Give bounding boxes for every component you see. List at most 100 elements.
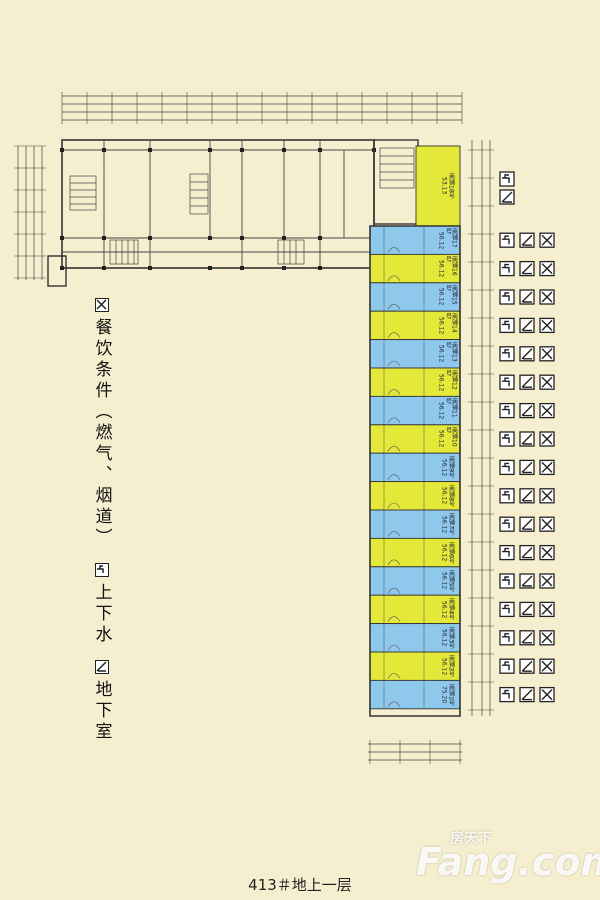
shop-area: 56.12 [440, 458, 448, 476]
watermark-word: Fang.com [416, 840, 600, 884]
cross-box-icon [95, 298, 109, 312]
door-swing [387, 474, 401, 480]
shop-name: 商铺6号 [447, 541, 455, 564]
structural-column [318, 266, 322, 270]
cross-icon [539, 260, 555, 277]
structural-column [372, 266, 376, 270]
shop-area: 56.12 [440, 572, 448, 590]
cross-icon [539, 601, 555, 618]
stairs-icon [519, 402, 535, 419]
structural-column [372, 148, 376, 152]
faucet-icon [499, 601, 515, 618]
structural-column [208, 148, 212, 152]
cross-icon [539, 402, 555, 419]
faucet-icon [95, 563, 109, 577]
shop-name: 商铺14号 [444, 313, 458, 333]
shop-name: 商铺4号 [447, 598, 455, 621]
shop-name: 商铺12号 [444, 370, 458, 390]
faucet-icon [499, 686, 515, 703]
legend-catering-item: 餐饮条件（燃气、烟道） [27, 298, 177, 549]
shop-name: 商铺5号 [447, 570, 455, 592]
cross-icon [539, 374, 555, 390]
cross-icon [539, 346, 555, 362]
shop-name: 商铺10号 [444, 426, 458, 447]
cross-icon [539, 232, 555, 248]
shop-name: 商铺8号 [447, 484, 455, 507]
structural-column [148, 148, 152, 152]
door-swing [387, 360, 401, 367]
shop-area: 56.12 [437, 259, 445, 278]
faucet-icon [499, 459, 515, 476]
door-swing [387, 417, 401, 423]
door-swing [387, 332, 401, 338]
shop-name: 商铺18号 [447, 173, 455, 199]
faucet-icon [499, 658, 515, 674]
cross-icon [539, 686, 555, 703]
faucet-icon [499, 573, 515, 589]
structural-column [240, 266, 244, 270]
stairs-icon [499, 189, 515, 205]
faucet-icon [499, 374, 515, 390]
stairs-icon [519, 232, 535, 248]
shop-area: 56.12 [440, 487, 448, 505]
shop-area: 56.12 [437, 430, 445, 448]
legend-basement-item: 地下室 [65, 660, 140, 743]
structural-column [318, 236, 322, 240]
faucet-icon [499, 431, 515, 447]
faucet-icon [499, 630, 515, 646]
structural-column [282, 236, 286, 240]
structural-column [148, 266, 152, 270]
dimension-lines-top [62, 95, 462, 121]
cross-icon [539, 573, 555, 589]
stairs-icon [519, 260, 535, 277]
shop-area: 56.12 [440, 629, 448, 647]
faucet-icon [499, 544, 515, 561]
door-swing [387, 502, 401, 509]
door-swing [387, 559, 401, 565]
faucet-icon [499, 346, 515, 362]
stairs-icon [519, 686, 535, 703]
stairs-icon [519, 289, 535, 305]
stairs-icon [519, 431, 535, 447]
structural-column [372, 236, 376, 240]
faucet-icon [499, 402, 515, 419]
legend-water-item: 上下水 [65, 563, 140, 646]
stairs-north [69, 147, 415, 265]
faucet-icon [499, 488, 515, 504]
cross-icon [539, 459, 555, 476]
structural-column [282, 266, 286, 270]
annex-block [47, 139, 419, 287]
shop-name: 商铺11号 [444, 398, 458, 419]
stairs-icon [519, 488, 535, 504]
door-swing [387, 701, 401, 707]
structural-column [318, 148, 322, 152]
floor-caption: 413＃地上一层 [248, 876, 352, 894]
cross-icon [539, 317, 555, 334]
structural-column [282, 148, 286, 152]
shop-name: 商铺15号 [444, 284, 458, 305]
shop-name: 商铺17号 [444, 228, 458, 248]
shop-area: 75.20 [440, 685, 448, 704]
stairs-icon [519, 630, 535, 646]
door-swing [387, 445, 401, 452]
wing-north-outline [61, 139, 375, 269]
cross-icon [539, 658, 555, 674]
stairs-icon [519, 516, 535, 532]
door-swing [387, 673, 401, 679]
stairs-icon [519, 573, 535, 589]
stairs-icon [95, 660, 109, 674]
stairs-icon [519, 544, 535, 561]
door-swing [387, 616, 401, 622]
door-swing [387, 644, 401, 651]
shop-area: 56.12 [440, 543, 448, 562]
